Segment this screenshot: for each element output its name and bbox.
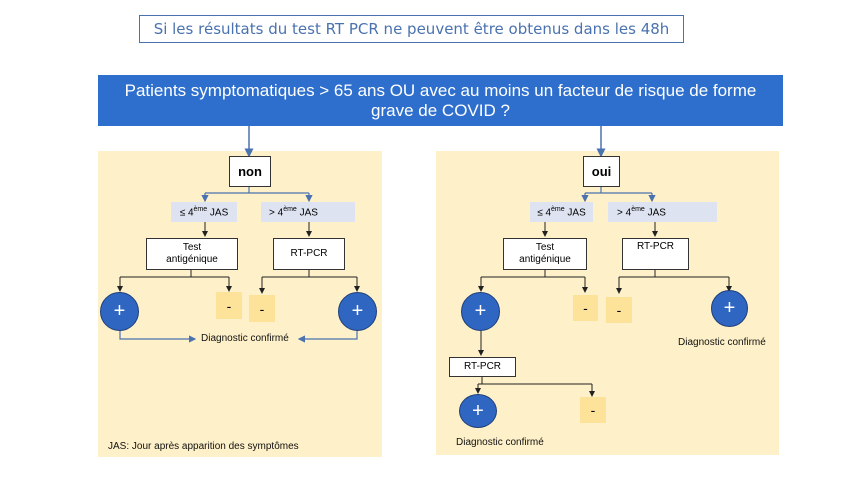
jas-le-4-right-label: ≤ 4ème JAS <box>537 205 586 219</box>
plus-right-antigenique: + <box>461 292 500 331</box>
rtpcr-right: RT-PCR <box>622 238 689 270</box>
diagnostic-bottom: Diagnostic confirmé <box>456 437 544 448</box>
answer-oui: oui <box>583 156 620 187</box>
minus-right-rtpcr-label: - <box>616 302 622 318</box>
diagnostic-right: Diagnostic confirmé <box>678 337 766 348</box>
plus-right-rtpcr: + <box>711 290 748 327</box>
jas-gt-4-left: > 4ème JAS <box>261 202 355 222</box>
question-text: Patients symptomatiques > 65 ans OU avec… <box>124 80 757 120</box>
plus-right-rtpcr-label: + <box>723 297 736 319</box>
plus-left-antigenique: + <box>100 292 139 331</box>
jas-gt-4-right-label: > 4ème JAS <box>617 205 666 219</box>
answer-non: non <box>229 156 271 187</box>
minus-left-rtpcr-label: - <box>259 300 265 317</box>
minus-left-rtpcr: - <box>249 295 275 322</box>
rtpcr-right-second: RT-PCR <box>449 357 516 377</box>
condition-text: Si les résultats du test RT PCR ne peuve… <box>153 20 670 38</box>
jas-gt-4-left-label: > 4ème JAS <box>269 205 318 219</box>
question-box: Patients symptomatiques > 65 ans OU avec… <box>98 75 783 126</box>
rtpcr-left: RT-PCR <box>273 238 345 270</box>
minus-right-rtpcr: - <box>606 297 632 323</box>
plus-left-rtpcr: + <box>338 292 377 331</box>
test-antigenique-right-line1: Test <box>535 242 555 253</box>
minus-left-antigenique: - <box>216 292 242 319</box>
answer-non-label: non <box>238 164 262 179</box>
minus-left-antigenique-label: - <box>226 297 232 314</box>
footnote-jas: JAS: Jour après apparition des symptômes <box>108 441 299 452</box>
rtpcr-left-label: RT-PCR <box>290 248 328 259</box>
rtpcr-right-label: RT-PCR <box>636 241 675 252</box>
test-antigenique-left-line2: antigénique <box>166 254 218 265</box>
minus-right-antigenique: - <box>573 295 598 321</box>
condition-box: Si les résultats du test RT PCR ne peuve… <box>139 15 684 43</box>
jas-le-4-left-label: ≤ 4ème JAS <box>179 205 229 219</box>
plus-right-antigenique-label: + <box>474 300 487 322</box>
minus-right-final: - <box>580 397 606 423</box>
answer-oui-label: oui <box>591 164 612 179</box>
plus-left-rtpcr-label: + <box>351 300 364 322</box>
jas-le-4-left: ≤ 4ème JAS <box>171 202 237 222</box>
plus-left-antigenique-label: + <box>113 300 126 322</box>
jas-le-4-right: ≤ 4ème JAS <box>530 202 593 222</box>
test-antigenique-right-line2: antigénique <box>519 254 571 265</box>
rtpcr-right-second-label: RT-PCR <box>463 361 502 372</box>
jas-gt-4-right: > 4ème JAS <box>608 202 717 222</box>
test-antigenique-left-line1: Test <box>182 242 202 253</box>
plus-right-final-label: + <box>472 399 484 422</box>
minus-right-antigenique-label: - <box>583 300 588 316</box>
diagnostic-left: Diagnostic confirmé <box>201 333 289 344</box>
minus-right-final-label: - <box>590 402 596 418</box>
plus-right-final: + <box>459 394 497 428</box>
